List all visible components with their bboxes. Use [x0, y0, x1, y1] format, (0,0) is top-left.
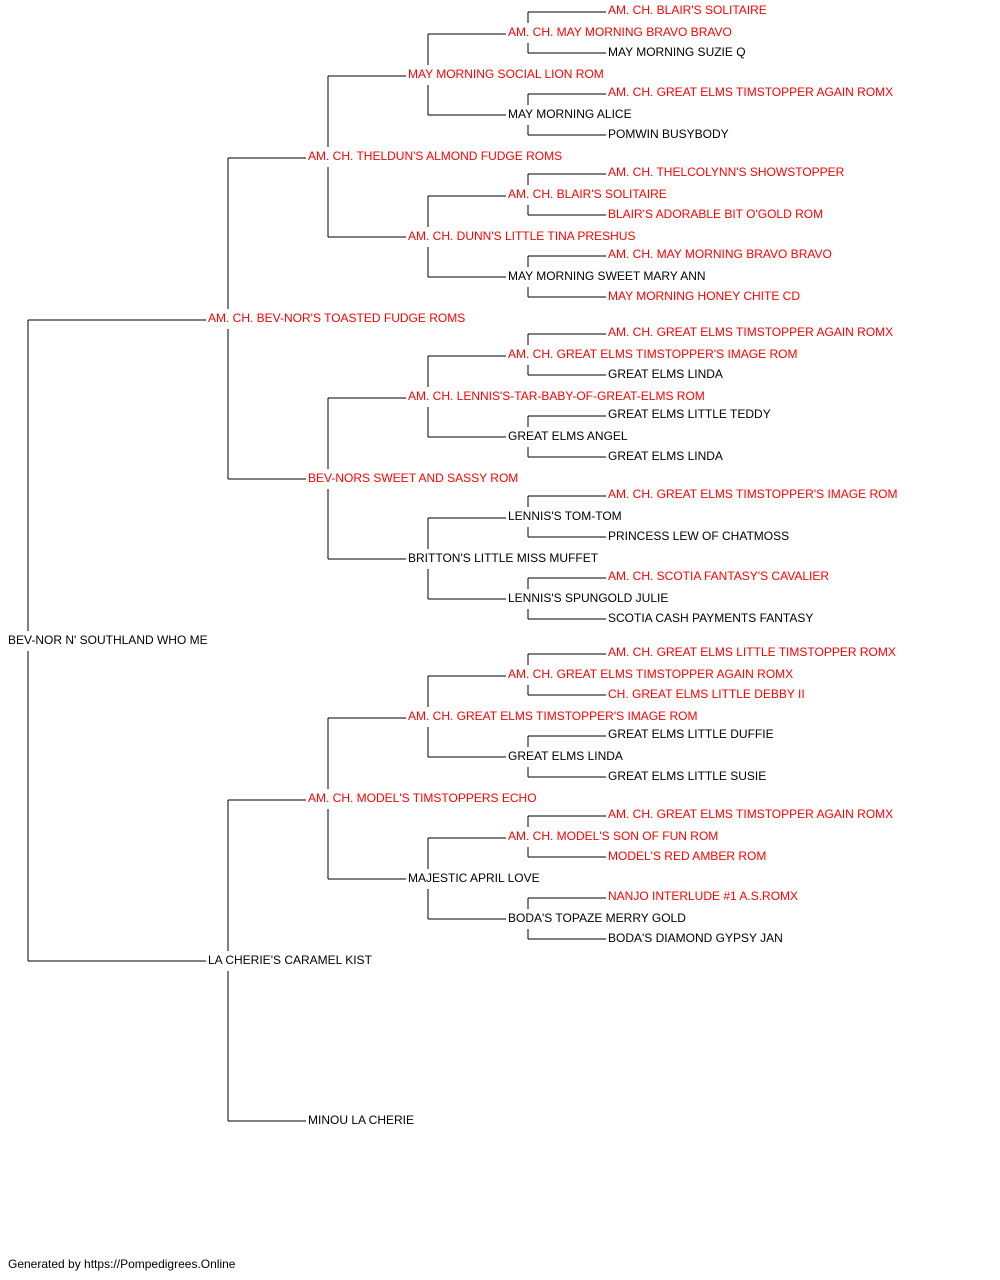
ancestor-name: AM. CH. MAY MORNING BRAVO BRAVO [608, 247, 832, 261]
ancestor-name: GREAT ELMS LINDA [608, 449, 723, 463]
ancestor-name: AM. CH. GREAT ELMS TIMSTOPPER'S IMAGE RO… [608, 487, 897, 501]
ancestor-name: AM. CH. GREAT ELMS LITTLE TIMSTOPPER ROM… [608, 645, 896, 659]
ancestor-name: AM. CH. BEV-NOR'S TOASTED FUDGE ROMS [208, 311, 465, 325]
subject-name: BEV-NOR N' SOUTHLAND WHO ME [8, 633, 208, 647]
ancestor-name: GREAT ELMS LINDA [608, 367, 723, 381]
ancestor-name: BODA'S TOPAZE MERRY GOLD [508, 911, 686, 925]
ancestor-name: SCOTIA CASH PAYMENTS FANTASY [608, 611, 813, 625]
ancestor-name: GREAT ELMS LITTLE TEDDY [608, 407, 771, 421]
ancestor-name: MODEL'S RED AMBER ROM [608, 849, 766, 863]
ancestor-name: LENNIS'S TOM-TOM [508, 509, 622, 523]
ancestor-name: NANJO INTERLUDE #1 A.S.ROMX [608, 889, 798, 903]
ancestor-name: GREAT ELMS LITTLE SUSIE [608, 769, 766, 783]
ancestor-name: GREAT ELMS ANGEL [508, 429, 628, 443]
ancestor-name: AM. CH. THELCOLYNN'S SHOWSTOPPER [608, 165, 845, 179]
ancestor-name: AM. CH. LENNIS'S-TAR-BABY-OF-GREAT-ELMS … [408, 389, 705, 403]
ancestor-name: AM. CH. GREAT ELMS TIMSTOPPER AGAIN ROMX [508, 667, 793, 681]
ancestor-name: AM. CH. GREAT ELMS TIMSTOPPER'S IMAGE RO… [508, 347, 797, 361]
ancestor-name: BLAIR'S ADORABLE BIT O'GOLD ROM [608, 207, 823, 221]
ancestor-name: BODA'S DIAMOND GYPSY JAN [608, 931, 783, 945]
ancestor-name: MAY MORNING SUZIE Q [608, 45, 746, 59]
ancestor-name: LENNIS'S SPUNGOLD JULIE [508, 591, 668, 605]
ancestor-name: GREAT ELMS LINDA [508, 749, 623, 763]
ancestor-name: AM. CH. THELDUN'S ALMOND FUDGE ROMS [308, 149, 562, 163]
ancestor-name: MAY MORNING SWEET MARY ANN [508, 269, 706, 283]
ancestor-name: AM. CH. GREAT ELMS TIMSTOPPER AGAIN ROMX [608, 325, 893, 339]
ancestor-name: AM. CH. DUNN'S LITTLE TINA PRESHUS [408, 229, 635, 243]
footer-credit: Generated by https://Pompedigrees.Online [8, 1257, 236, 1271]
ancestor-name: AM. CH. MODEL'S SON OF FUN ROM [508, 829, 718, 843]
ancestor-name: PRINCESS LEW OF CHATMOSS [608, 529, 789, 543]
ancestor-name: MAY MORNING HONEY CHITE CD [608, 289, 800, 303]
ancestor-name: AM. CH. SCOTIA FANTASY'S CAVALIER [608, 569, 829, 583]
ancestor-name: AM. CH. MODEL'S TIMSTOPPERS ECHO [308, 791, 537, 805]
ancestor-name: LA CHERIE'S CARAMEL KIST [208, 953, 373, 967]
ancestor-name: AM. CH. GREAT ELMS TIMSTOPPER AGAIN ROMX [608, 807, 893, 821]
ancestor-name: BRITTON'S LITTLE MISS MUFFET [408, 551, 599, 565]
ancestor-name: POMWIN BUSYBODY [608, 127, 729, 141]
ancestor-name: AM. CH. BLAIR'S SOLITAIRE [508, 187, 667, 201]
ancestor-name: MAY MORNING ALICE [508, 107, 632, 121]
ancestor-name: CH. GREAT ELMS LITTLE DEBBY II [608, 687, 805, 701]
ancestor-name: MINOU LA CHERIE [308, 1113, 414, 1127]
ancestor-name: AM. CH. GREAT ELMS TIMSTOPPER AGAIN ROMX [608, 85, 893, 99]
ancestor-name: BEV-NORS SWEET AND SASSY ROM [308, 471, 518, 485]
ancestor-name: MAJESTIC APRIL LOVE [408, 871, 540, 885]
ancestor-name: AM. CH. BLAIR'S SOLITAIRE [608, 3, 767, 17]
ancestor-name: AM. CH. GREAT ELMS TIMSTOPPER'S IMAGE RO… [408, 709, 697, 723]
ancestor-name: AM. CH. MAY MORNING BRAVO BRAVO [508, 25, 732, 39]
ancestor-name: GREAT ELMS LITTLE DUFFIE [608, 727, 774, 741]
ancestor-name: MAY MORNING SOCIAL LION ROM [408, 67, 604, 81]
